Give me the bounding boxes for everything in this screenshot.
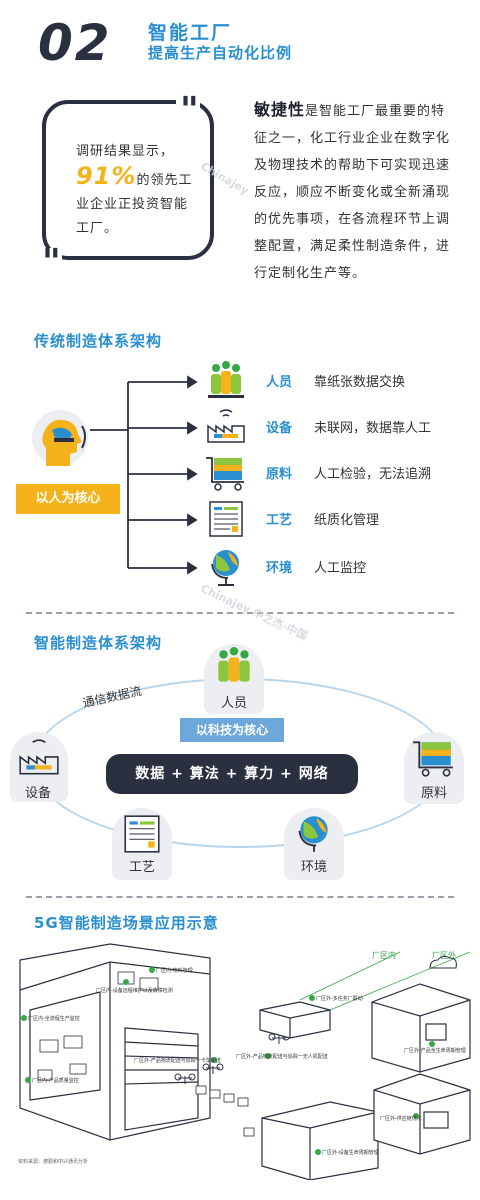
inside-label: 厂区内: [372, 950, 396, 960]
row-name: 环境: [266, 561, 293, 576]
quote-line: 调研结果显示，: [76, 144, 175, 159]
row-desc: 靠纸张数据交换: [314, 375, 406, 390]
section-divider: [26, 612, 454, 614]
node-material: [404, 732, 464, 804]
quote-line: 的领先工: [136, 173, 193, 188]
node-environment-label: 环境: [300, 860, 327, 875]
human-head-icon: [32, 410, 88, 466]
document-icon: [209, 501, 243, 537]
traditional-row-material: 原料 人工检验，无法追溯: [204, 452, 464, 494]
traditional-title: 传统制造体系架构: [34, 332, 163, 350]
scene-label: 厂区外-设备生命周期管理: [322, 1149, 379, 1156]
quote-text: 调研结果显示， 91%的领先工 业企业正投资智能 工厂。: [76, 140, 206, 241]
section-number: 02: [38, 14, 112, 72]
row-desc: 人工检验，无法追溯: [314, 467, 432, 482]
section-divider: [26, 896, 454, 898]
people-icon: [218, 647, 250, 682]
row-name: 设备: [266, 421, 293, 436]
quote-percentage: 91%: [76, 162, 137, 190]
outside-label: 厂区外: [432, 950, 456, 960]
node-process: [112, 808, 172, 880]
scene-label: 厂区外-供应链优化: [380, 1115, 422, 1122]
node-people: [204, 644, 264, 714]
factory-icon: [19, 739, 59, 775]
node-process-label: 工艺: [128, 860, 155, 875]
globe-icon: [211, 550, 239, 586]
node-material-label: 原料: [420, 786, 447, 801]
cart-icon: [413, 741, 453, 777]
agility-keyword: 敏捷性: [254, 100, 306, 119]
smart-title: 智能制造体系架构: [34, 634, 163, 652]
scene-label: 厂区外-产品物流配送与追踪一卡车配送: [134, 1057, 221, 1064]
row-desc: 人工监控: [314, 561, 367, 576]
quote-open-icon: ": [176, 93, 200, 129]
scene-label: 厂区外-产品物流配送与追踪一无人机配送: [236, 1053, 328, 1060]
cart-icon: [206, 457, 244, 491]
branch-lines: [90, 375, 198, 575]
globe-icon: [298, 816, 328, 852]
row-name: 人员: [266, 375, 293, 390]
node-environment: [284, 808, 344, 880]
traditional-row-people: 人员 靠纸张数据交换: [204, 360, 464, 402]
source-note: 资料来源：德勤和中兴通讯分析: [18, 1159, 89, 1165]
scene-label: 厂区内-物料管理: [156, 967, 193, 974]
quote-box: [42, 100, 214, 260]
traditional-row-environment: 环境 人工监控: [204, 546, 464, 588]
page-subtitle: 提高生产自动化比例: [148, 44, 293, 62]
scene-label: 厂区内-产品质量监控: [32, 1077, 79, 1084]
tech-core-label: 以科技为核心: [180, 718, 284, 742]
node-people-label: 人员: [220, 696, 247, 711]
agility-text: 是智能工厂最重要的特征之一，化工行业企业在数字化及物理技术的帮助下可实现迅速反应…: [254, 104, 451, 281]
fiveg-scene-illustration: 厂区内 厂区外: [19, 943, 471, 1180]
traditional-row-process: 工艺 纸质化管理: [204, 498, 464, 540]
document-icon: [124, 815, 160, 853]
row-desc: 未联网，数据靠人工: [314, 421, 432, 436]
quote-line: 工厂。: [76, 221, 119, 236]
row-name: 原料: [266, 467, 293, 482]
row-name: 工艺: [266, 513, 293, 528]
quote-line: 业企业正投资智能: [76, 197, 189, 212]
page-header: 02 智能工厂 提高生产自动化比例: [0, 0, 480, 80]
quote-close-icon: ": [38, 245, 62, 281]
fiveg-title: 5G智能制造场景应用示意: [34, 914, 219, 932]
factory-icon: [207, 409, 245, 443]
agility-paragraph: 敏捷性是智能工厂最重要的特征之一，化工行业企业在数字化及物理技术的帮助下可实现迅…: [254, 96, 450, 287]
human-core-label: 以人为核心: [16, 484, 120, 514]
scene-label: 厂区内-全流程生产监控: [28, 1015, 80, 1022]
scene-label: 厂区外-产品全生命周期管理: [404, 1047, 466, 1054]
node-equipment: [10, 732, 68, 802]
scene-label: 厂区外-多任务厂联动: [316, 995, 363, 1002]
scene-label: 厂区内-设备远程维护以及故障检测: [96, 987, 173, 994]
people-icon: [208, 361, 244, 398]
node-equipment-label: 设备: [24, 786, 51, 801]
page-title: 智能工厂: [148, 22, 233, 44]
traditional-row-equipment: 设备 未联网，数据靠人工: [204, 406, 464, 448]
row-desc: 纸质化管理: [314, 513, 380, 528]
formula-banner: 数据 + 算法 + 算力 + 网络: [106, 754, 358, 794]
